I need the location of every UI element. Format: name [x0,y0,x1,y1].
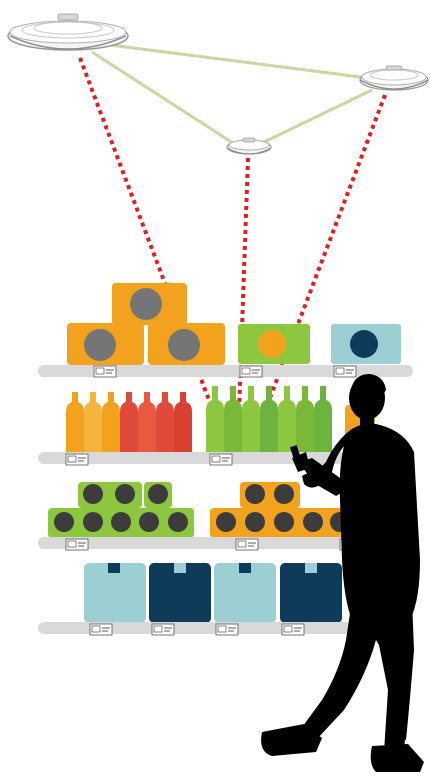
mesh-link-left-center [92,52,236,145]
orange-bottle [102,392,120,452]
carton-flap [108,563,120,573]
carton-flap [239,563,251,573]
dark-can [168,512,188,532]
electronic-shelf-label-icon [334,366,356,377]
ceiling-access-point-icon [8,14,128,50]
shelf-4-products [84,563,342,623]
dark-can [111,512,131,532]
green-bottle [242,386,260,452]
signal-beam-left [80,58,224,440]
electronic-shelf-label-icon [66,454,88,465]
carton-flap [305,563,317,573]
green-bottle [224,386,242,452]
dark-can [115,484,135,504]
shelf-2-products [66,386,375,452]
gray-disk [130,288,162,320]
electronic-shelf-label-icon [216,624,238,635]
red-bottle [174,392,192,452]
dark-can [83,512,103,532]
dark-can [139,512,159,532]
mesh-link-left-right [110,45,368,78]
electronic-shelf-label-icon [152,624,174,635]
green-bottle [314,386,332,452]
electronic-shelf-label-icon [66,539,88,550]
orange-bottle [84,392,102,452]
green-bottle [296,386,314,452]
red-bottle [156,392,174,452]
signal-beam-center [238,158,248,440]
orange-disk [258,330,286,358]
dark-can [216,512,236,532]
carton-flap [174,563,186,573]
mesh-links [92,45,372,145]
red-bottle [138,392,156,452]
dark-can [274,512,294,532]
ceiling-access-point-icon [360,66,428,90]
electronic-shelf-label-icon [282,624,304,635]
electronic-shelf-label-icon [240,366,262,377]
red-bottle [120,392,138,452]
gray-disk [168,329,200,361]
dark-can [274,484,294,504]
electronic-shelf-label-icon [90,624,112,635]
shelf-1-products [67,283,401,365]
shelf-3-products [48,482,355,538]
green-bottle [260,386,278,452]
green-bottle [278,386,296,452]
dark-can [148,484,168,504]
dark-can [54,512,74,532]
dark-can [303,512,323,532]
orange-bottle [66,392,84,452]
electronic-shelf-label-icon [210,454,232,465]
gray-disk [84,329,116,361]
electronic-shelf-label-icon [94,366,116,377]
signal-beams [80,58,385,440]
electronic-shelf-label-icon [236,539,258,550]
dark-can [245,484,265,504]
mesh-link-center-right [262,90,372,143]
dark-can [245,512,265,532]
navy-disk [350,330,378,358]
dark-can [83,484,103,504]
